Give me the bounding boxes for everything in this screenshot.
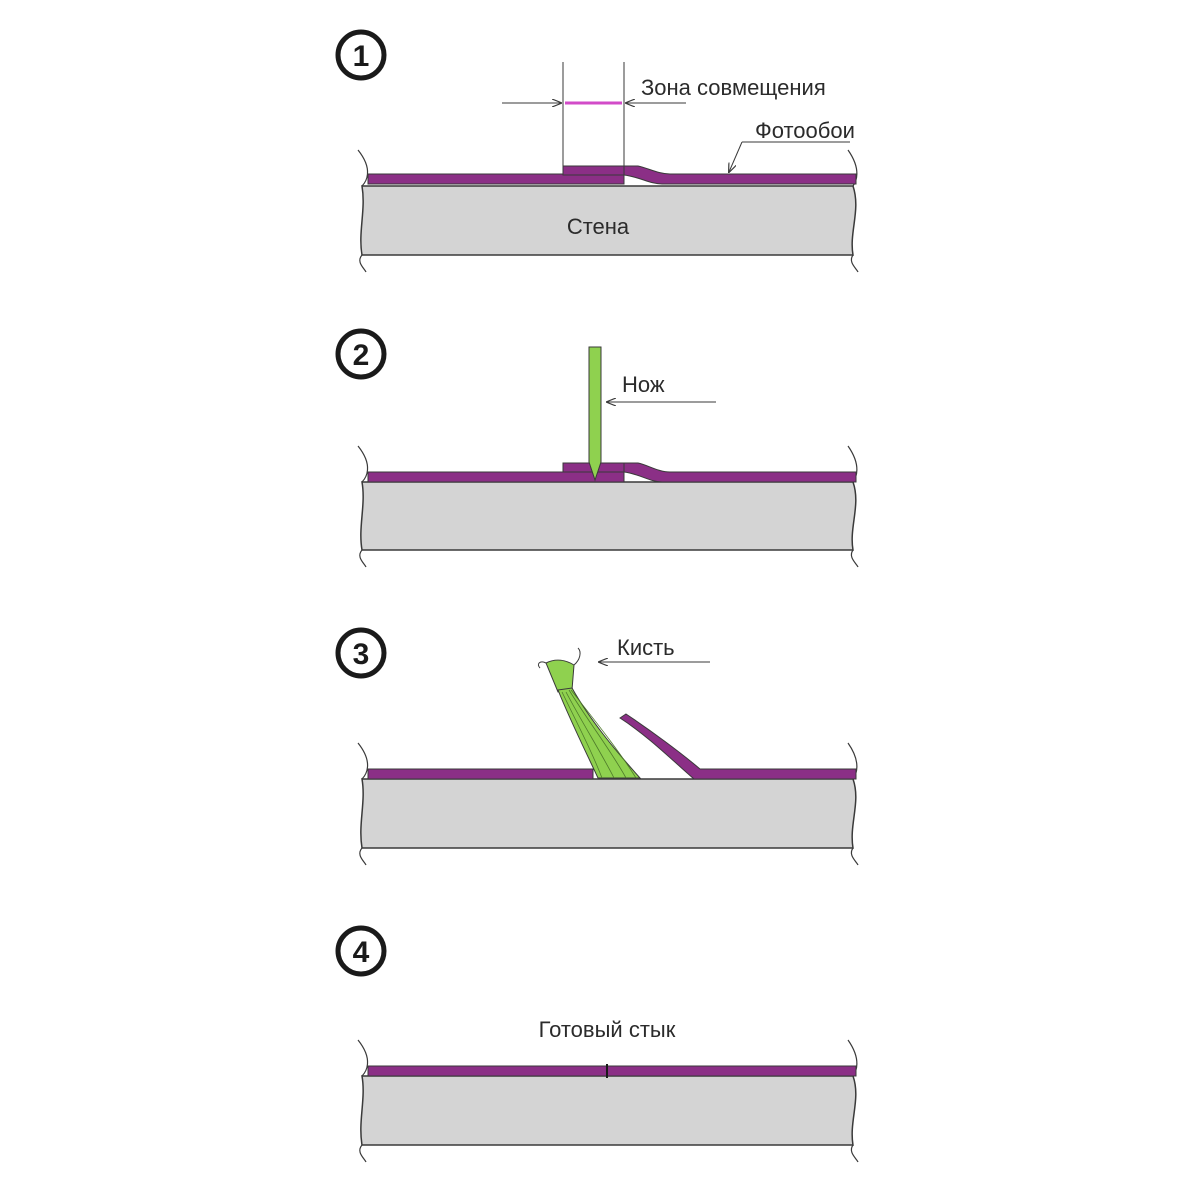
wallpaper-strip-left	[367, 471, 625, 483]
step-3-number: 3	[353, 638, 370, 671]
step-1-number: 1	[353, 40, 370, 73]
knife	[588, 346, 602, 482]
wall-label: Стена	[567, 214, 630, 239]
step-2-badge: 2	[335, 328, 387, 380]
step-3-badge: 3	[335, 627, 387, 679]
wallpaper-strip-right	[623, 462, 857, 483]
wallpaper-strip-left	[367, 173, 625, 185]
step-2-number: 2	[353, 339, 370, 372]
step-1: 1 Зона совмещения Фотообои Стена	[335, 29, 859, 273]
overlap-zone-label: Зона совмещения	[641, 75, 826, 100]
brush	[537, 647, 642, 779]
wall-segment	[360, 1075, 857, 1146]
photo-wallpaper-label: Фотообои	[755, 118, 855, 143]
wallpaper-strip-lifted	[619, 713, 857, 780]
finished-joint-label: Готовый стык	[539, 1017, 676, 1042]
step-3: 3 Кисть	[335, 627, 859, 866]
step-4-badge: 4	[335, 925, 387, 977]
wallpaper-strip-joined	[367, 1065, 857, 1077]
wallpaper-strip-right	[623, 165, 857, 185]
step-4: 4 Готовый стык	[335, 925, 859, 1163]
step-2: 2 Нож	[335, 328, 859, 568]
wallpaper-overlap-top	[562, 165, 625, 176]
brush-label: Кисть	[617, 635, 675, 660]
knife-label: Нож	[622, 372, 665, 397]
step-4-number: 4	[353, 936, 370, 969]
wall-segment	[360, 778, 857, 849]
wallpaper-strip-left	[367, 768, 594, 780]
step-1-badge: 1	[335, 29, 387, 81]
wall-segment	[360, 481, 857, 551]
